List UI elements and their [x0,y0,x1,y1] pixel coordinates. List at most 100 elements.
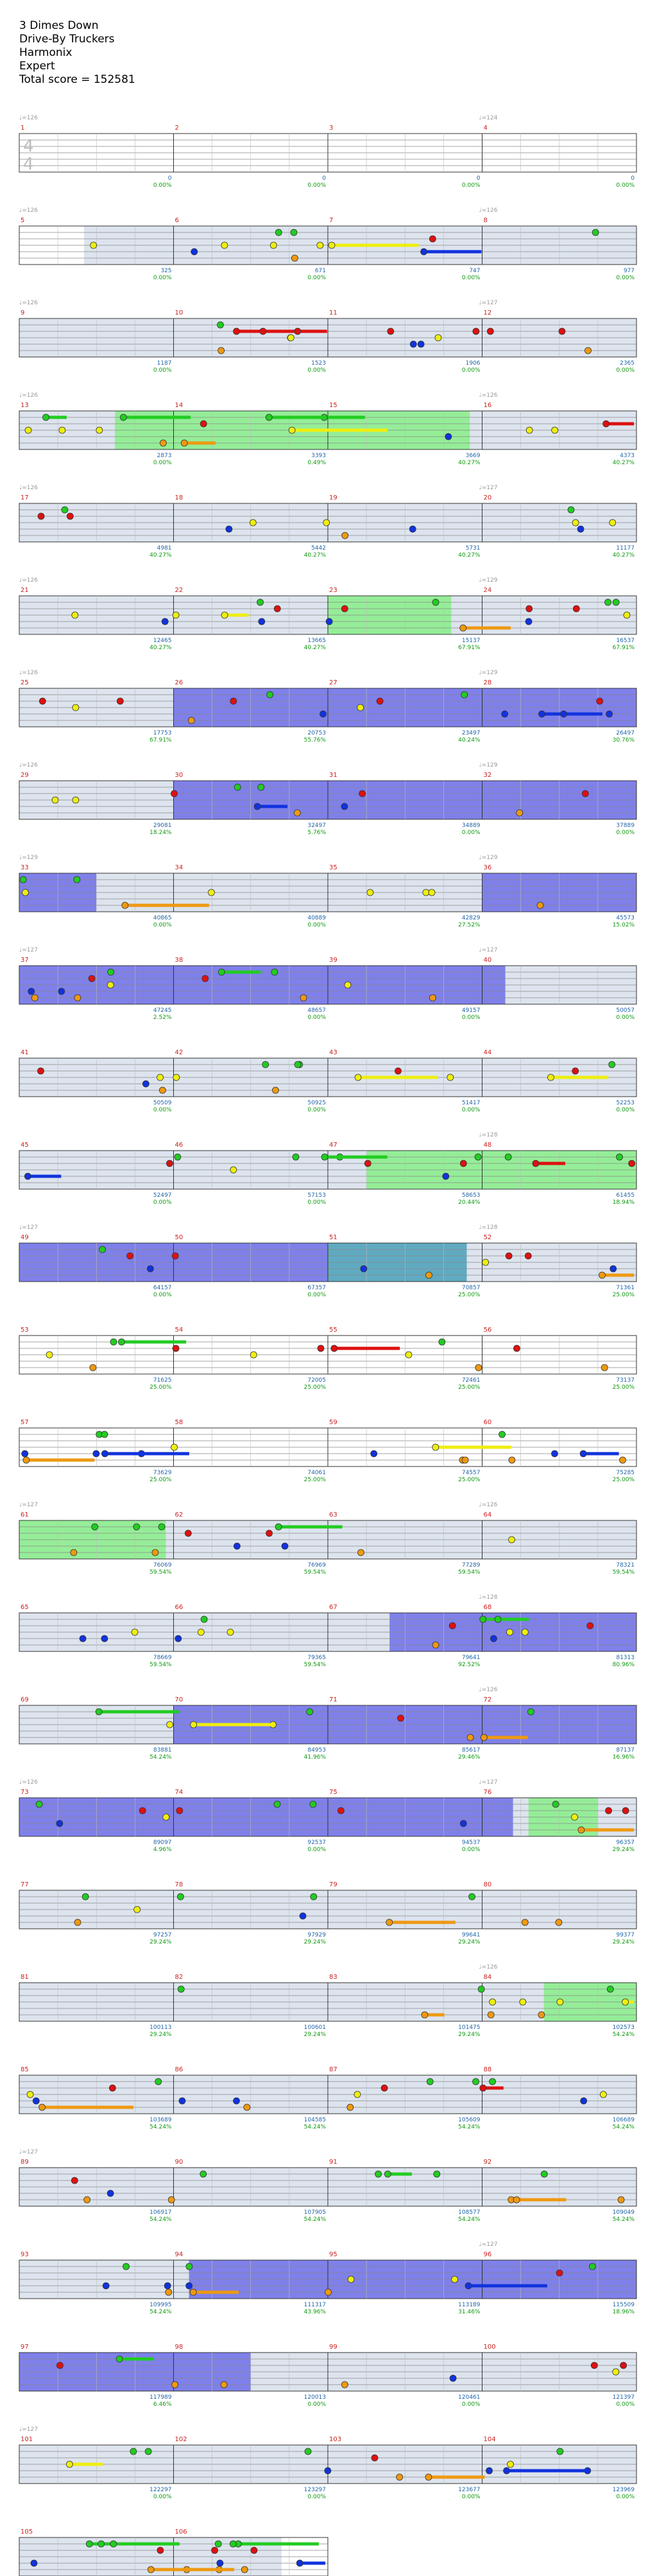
measure-number: 24 [484,587,492,594]
note-gem [513,1345,520,1352]
measure-score: 50925 [307,1100,326,1106]
note-gem [37,1067,44,1075]
measure-score: 121397 [613,2394,635,2401]
measure-score: 97929 [307,1932,326,1938]
note-gem [83,2196,91,2204]
note-gem [521,1628,529,1636]
tempo-marking: ♩=127 [479,947,498,953]
note-gem [294,809,301,817]
measure-number: 65 [21,1604,29,1611]
measure-score: 71625 [153,1377,172,1384]
note-gem [577,1826,585,1834]
measure-percentage: 0.00% [153,460,172,466]
tempo-marking: ♩=129 [479,762,498,769]
note-gem [241,2566,248,2573]
measure-score: 84953 [307,1747,326,1754]
measure-number: 35 [329,864,337,871]
measure-percentage: 92.52% [458,1662,481,1668]
measure-score: 106917 [149,2209,171,2216]
measure-score: 15137 [462,638,481,644]
measure-percentage: 25.00% [613,1292,635,1298]
note-gem [504,1153,512,1161]
measure-number: 99 [329,2344,337,2351]
note-gem [384,2170,391,2178]
measure-score: 64157 [153,1285,172,1291]
tempo-marking: ♩=126 [19,300,38,306]
measure-number: 47 [329,1142,337,1149]
note-gem [420,248,427,256]
measure-percentage: 59.54% [304,1662,327,1668]
note-gem [234,783,241,791]
measure-number: 43 [329,1049,337,1056]
note-gem [296,2559,303,2567]
measure-score: 16537 [616,638,635,644]
note-gem [459,1160,467,1167]
note-gem [216,2559,224,2567]
measure-score: 99377 [616,1932,635,1938]
measure-score: 104585 [304,2117,326,2123]
note-gem [555,1919,563,1926]
note-gem [556,2448,564,2455]
tempo-marking: ♩=128 [479,1132,498,1138]
measure-score: 5731 [466,545,481,552]
note-gem [442,1172,450,1180]
note-gem [422,889,430,896]
measure-percentage: 55.76% [304,737,327,744]
note-gem [507,2460,514,2468]
note-gem [38,2103,46,2111]
note-gem [291,254,298,262]
measure-percentage: 31.46% [458,2309,481,2315]
tempo-marking: ♩=126 [19,1779,38,1786]
measure-percentage: 30.76% [613,737,635,744]
measure-number: 5 [21,217,24,224]
note-gem [604,598,611,606]
note-gem [572,605,580,613]
note-gem [230,1166,237,1174]
note-gem [257,783,265,791]
note-gem [73,876,81,883]
note-gem [346,2103,354,2111]
note-gem [116,697,124,705]
measure-percentage: 0.00% [616,182,635,189]
note-gem [31,994,38,1002]
note-gem [525,618,533,625]
measure-score: 120013 [304,2394,326,2401]
measure-percentage: 40.27% [304,552,327,559]
note-gem [130,2448,137,2455]
note-gem [72,704,80,711]
tempo-marking: ♩=129 [479,577,498,584]
note-gem [158,1523,166,1531]
measure-score: 32497 [307,822,326,829]
note-gem [287,334,294,342]
measure-percentage: 0.00% [616,2494,635,2500]
measure-score: 107905 [304,2209,326,2216]
note-gem [249,519,257,527]
measure-score: 51417 [462,1100,481,1106]
tempo-marking: ♩=126 [479,207,498,214]
note-gem [357,704,364,711]
measure-percentage: 0.00% [153,1107,172,1113]
measure-score: 34889 [462,822,481,829]
measure-percentage: 0.49% [307,460,326,466]
measure-number: 62 [175,1511,183,1519]
measure-score: 123677 [458,2487,480,2493]
measure-number: 50 [175,1234,183,1241]
measure-score: 45573 [616,915,635,921]
note-gem [387,327,395,335]
note-gem [95,1708,103,1716]
measure-number: 22 [175,587,183,594]
note-gem [214,2540,222,2548]
tempo-marking: ♩=127 [479,2241,498,2248]
note-gem [226,1628,234,1636]
note-gem [243,2103,251,2111]
measure-percentage: 0.00% [153,2494,172,2500]
measure-score: 325 [160,268,171,274]
measure-score: 61455 [616,1192,635,1199]
measure-percentage: 54.24% [149,2309,172,2315]
note-gem [572,519,579,527]
note-gem [221,241,228,249]
note-gem [26,2091,34,2098]
